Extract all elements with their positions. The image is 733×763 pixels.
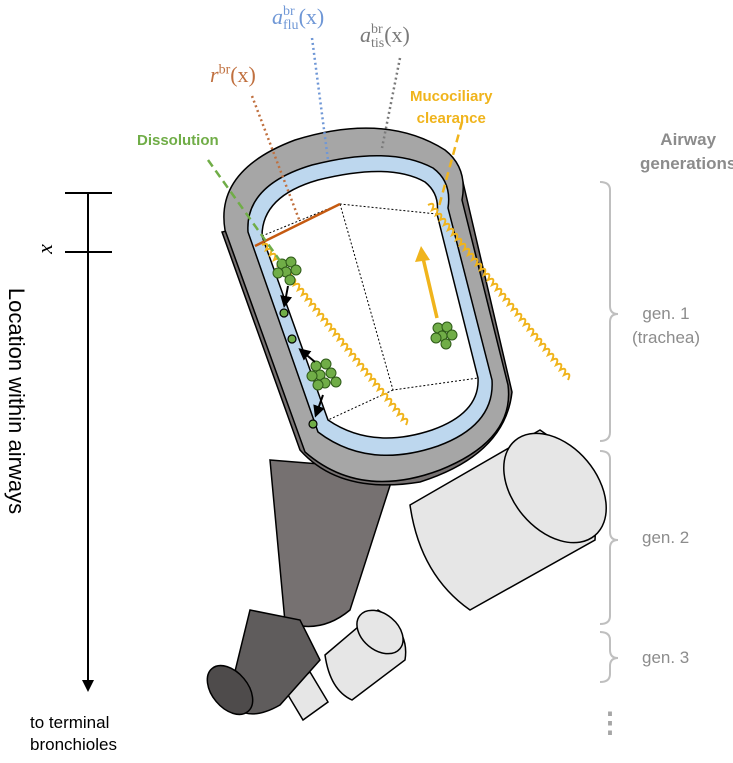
gen-1-label: gen. 1 (trachea): [632, 304, 701, 347]
location-axis-label: Location within airways: [4, 287, 29, 515]
cilia-right: [427, 202, 571, 381]
particle-cluster-mid: [306, 358, 342, 391]
mucociliary-leader-line: [436, 121, 464, 211]
dissolution-label: Dissolution: [137, 132, 219, 149]
dissolution-leader-line: [206, 159, 285, 266]
gen-3-label: gen. 3: [642, 648, 690, 667]
trachea-tube: [221, 127, 513, 486]
mucociliary-arrow: [421, 257, 439, 319]
more-generations-ellipsis: ⋮: [596, 707, 624, 738]
gen2-dark-tube: [206, 459, 397, 716]
aflu-leader-line: [310, 37, 330, 161]
generation-braces: [599, 181, 619, 683]
r-br-label: rbr(x): [210, 62, 256, 87]
airway-generations-header: Airway generations: [640, 130, 733, 173]
particle-cluster-right: [430, 321, 458, 350]
gen2-light-tube: [409, 429, 607, 611]
atis-leader-line: [380, 57, 402, 149]
dissolved-particles: [279, 308, 318, 429]
location-axis: [65, 192, 112, 692]
mucociliary-label: Mucociliary clearance: [410, 88, 493, 127]
gen-2-label: gen. 2: [642, 528, 690, 547]
terminal-bronchioles-label: to terminal bronchioles: [30, 713, 117, 754]
dissolution-arrows: [280, 285, 325, 418]
x-marker-label: x: [31, 244, 57, 254]
